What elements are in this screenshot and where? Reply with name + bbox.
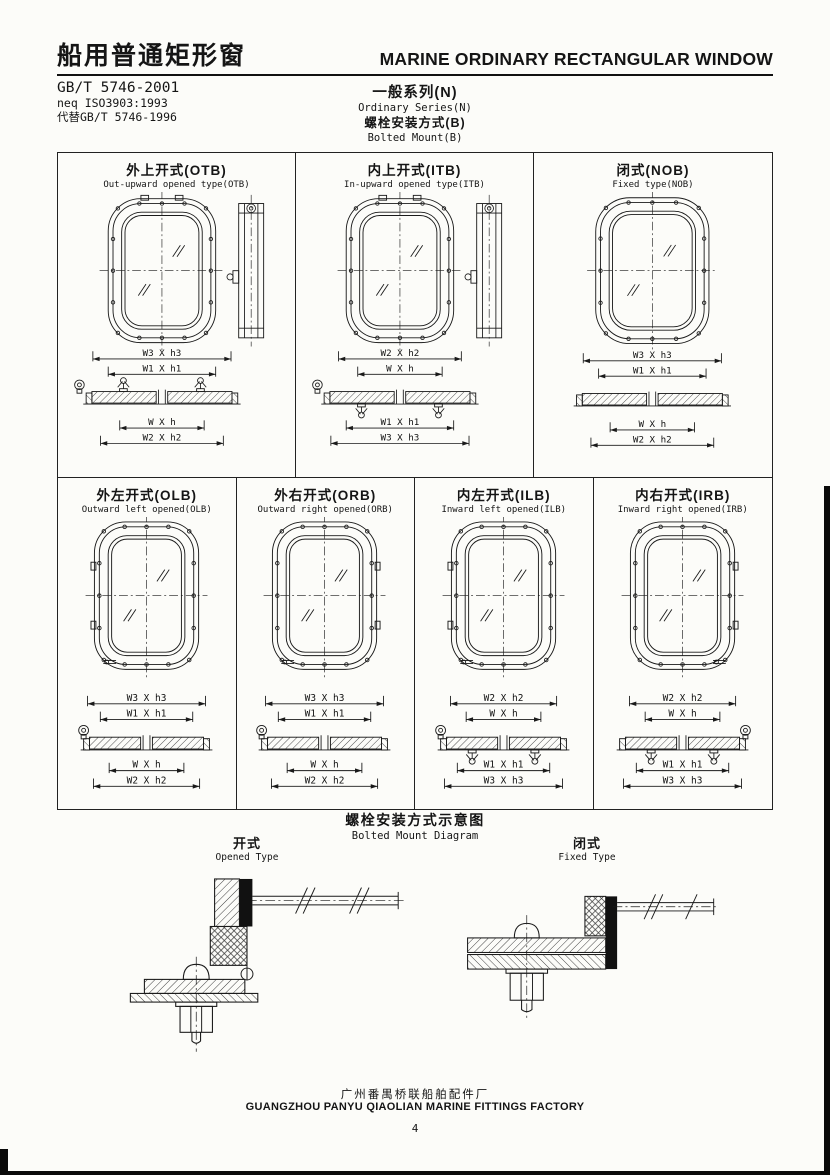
series-name-en: Ordinary Series(N): [358, 102, 472, 115]
dimension-label: W3 X h3: [380, 432, 419, 443]
cell-title-en: Outward left opened(OLB): [81, 505, 212, 515]
cell-title-zh: 外上开式(OTB): [126, 163, 227, 178]
dimension-label: W2 X h2: [126, 775, 166, 786]
dimension-label: W X h: [132, 760, 160, 771]
standards-block: GB/T 5746-2001 neq ISO3903:1993 代替GB/T 5…: [57, 80, 179, 124]
table-row-2: 外左开式(OLB) Outward left opened(OLB) W3 X …: [58, 478, 772, 809]
window-drawing-nob: W3 X h3 W1 X h1 W X h W2 X h2: [573, 192, 732, 448]
window-cell-orb: 外右开式(ORB) Outward right opened(ORB) W3 X…: [237, 478, 415, 809]
window-drawing-itb: W2 X h2 W X h W1 X h1 W3 X h3: [311, 192, 502, 446]
dimension-label: W X h: [148, 417, 176, 428]
standard-replaces: 代替GB/T 5746-1996: [57, 109, 177, 124]
dimension-label: W2 X h2: [633, 434, 672, 445]
cell-title-en: Outward right opened(ORB): [257, 505, 393, 515]
window-cell-ilb: 内左开式(ILB) Inward left opened(ILB) W2 X h…: [415, 478, 594, 809]
page-title-chinese: 船用普通矩形窗: [57, 42, 247, 70]
window-cell-olb: 外左开式(OLB) Outward left opened(OLB) W3 X …: [58, 478, 237, 809]
cell-title-en: Out-upward opened type(OTB): [103, 180, 250, 190]
factory-name-en: GUANGZHOU PANYU QIAOLIAN MARINE FITTINGS…: [245, 1101, 585, 1113]
scan-artifact-bottom: [0, 1171, 830, 1175]
dimension-label: W3 X h3: [126, 693, 166, 704]
dimension-label: W1 X h1: [380, 417, 419, 428]
opened-type-label-en: Opened Type: [215, 852, 279, 864]
dimension-label: W1 X h1: [633, 365, 672, 376]
cell-title-en: In-upward opened type(ITB): [344, 180, 485, 190]
factory-name-zh: 广州番禺桥联船舶配件厂: [340, 1089, 490, 1101]
cell-title-zh: 内左开式(ILB): [456, 488, 551, 503]
cell-title-zh: 外左开式(OLB): [96, 488, 197, 503]
dimension-label: W3 X h3: [305, 693, 345, 704]
standard-neq: neq ISO3903:1993: [57, 96, 168, 111]
drawings-table: 外上开式(OTB) Out-upward opened type(OTB) W3…: [57, 152, 773, 810]
opened-type-label-zh: 开式: [232, 836, 261, 851]
window-drawing-orb: W3 X h3 W1 X h1 W X h W2 X h2: [256, 517, 391, 789]
standard-number: GB/T 5746-2001: [57, 80, 180, 96]
cell-title-en: Fixed type(NOB): [612, 180, 694, 190]
window-drawing-olb: W3 X h3 W1 X h1 W X h W2 X h2: [77, 517, 213, 789]
window-cell-nob: 闭式(NOB) Fixed type(NOB) W3 X h3 W1 X h1 W …: [533, 153, 772, 478]
dimension-label: W1 X h1: [126, 709, 166, 720]
window-drawing-otb: W3 X h3 W1 X h1 W X h W2 X h2: [73, 192, 264, 446]
opened-type-label: 开式 Opened Type: [182, 836, 312, 864]
opened-type-section-drawing: [129, 878, 405, 1052]
mount-diagram-title-zh: 螺栓安装方式示意图: [345, 812, 485, 828]
mount-type-zh: 螺栓安装方式(B): [364, 116, 466, 131]
dimension-label: W2 X h2: [305, 775, 345, 786]
dimension-label: W X h: [311, 760, 339, 771]
dimension-label: W2 X h2: [483, 693, 523, 704]
dimension-label: W2 X h2: [142, 432, 181, 443]
dimension-label: W X h: [668, 709, 696, 720]
dimension-label: W2 X h2: [662, 693, 702, 704]
dimension-label: W3 X h3: [662, 775, 702, 786]
window-cell-otb: 外上开式(OTB) Out-upward opened type(OTB) W3…: [58, 153, 296, 478]
dimension-label: W1 X h1: [662, 760, 702, 771]
dimension-label: W X h: [639, 419, 667, 430]
cell-title-zh: 内右开式(IRB): [635, 488, 731, 503]
dimension-label: W1 X h1: [483, 760, 523, 771]
page-title-english: MARINE ORDINARY RECTANGULAR WINDOW: [379, 49, 773, 69]
scan-artifact-right: [824, 486, 830, 1175]
cell-title-zh: 内上开式(ITB): [367, 163, 462, 178]
mount-diagram-title: 螺栓安装方式示意图 Bolted Mount Diagram: [0, 812, 830, 843]
page-number: 4: [411, 1122, 419, 1135]
cell-title-zh: 闭式(NOB): [616, 163, 690, 178]
header: 船用普通矩形窗 MARINE ORDINARY RECTANGULAR WIND…: [57, 40, 773, 76]
fixed-type-label: 闭式 Fixed Type: [522, 836, 652, 864]
window-drawing-irb: W2 X h2 W X h W1 X h1 W3 X h3: [616, 517, 751, 789]
dimension-label: W3 X h3: [633, 350, 672, 361]
dimension-label: W2 X h2: [380, 348, 419, 359]
mount-diagram-title-en: Bolted Mount Diagram: [351, 829, 479, 842]
window-cell-itb: 内上开式(ITB) In-upward opened type(ITB) W2 …: [295, 153, 534, 478]
series-block: 一般系列(N) Ordinary Series(N) 螺栓安装方式(B) Bol…: [0, 84, 830, 145]
cell-title-zh: 外右开式(ORB): [274, 488, 377, 503]
dimension-label: W3 X h3: [483, 775, 523, 786]
cell-title-en: Inward right opened(IRB): [617, 505, 748, 515]
fixed-type-label-zh: 闭式: [572, 836, 601, 851]
dimension-label: W1 X h1: [142, 363, 181, 374]
window-cell-irb: 内右开式(IRB) Inward right opened(IRB) W2 X …: [594, 478, 773, 809]
dimension-label: W X h: [386, 363, 414, 374]
dimension-label: W1 X h1: [305, 709, 345, 720]
window-drawing-ilb: W2 X h2 W X h W1 X h1 W3 X h3: [434, 517, 570, 789]
table-row-1: 外上开式(OTB) Out-upward opened type(OTB) W3…: [58, 153, 772, 478]
cell-title-en: Inward left opened(ILB): [441, 505, 567, 515]
fixed-type-section-drawing: [467, 894, 718, 1019]
mount-type-en: Bolted Mount(B): [367, 131, 463, 144]
series-name-zh: 一般系列(N): [372, 85, 458, 101]
dimension-label: W3 X h3: [142, 348, 181, 359]
dimension-label: W X h: [489, 709, 517, 720]
scan-artifact-corner: [0, 1149, 8, 1175]
fixed-type-label-en: Fixed Type: [558, 852, 616, 864]
